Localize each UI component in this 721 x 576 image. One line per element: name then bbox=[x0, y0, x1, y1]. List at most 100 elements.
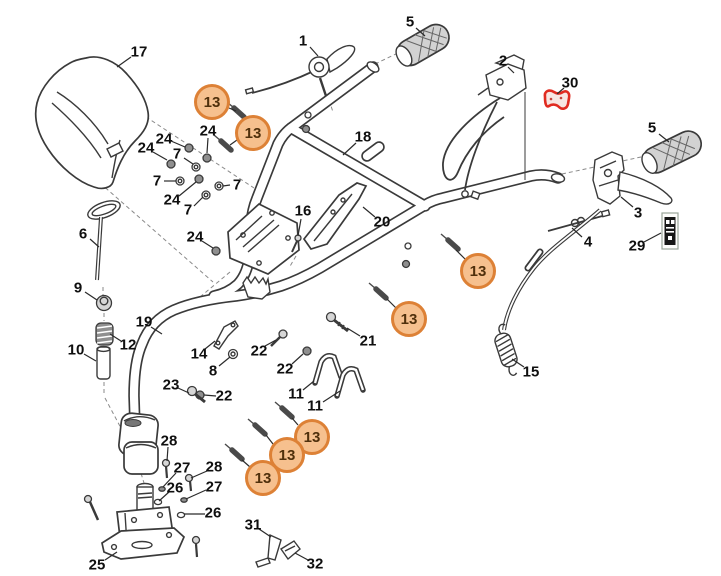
part-label-26[interactable]: 26 bbox=[204, 504, 222, 522]
hardware-26-27-28 bbox=[153, 458, 194, 519]
leader-line bbox=[302, 380, 315, 391]
part-label-11[interactable]: 11 bbox=[288, 385, 304, 403]
leader-line bbox=[193, 196, 204, 207]
highlighted-part-30[interactable] bbox=[543, 89, 571, 110]
leader-line bbox=[201, 240, 214, 249]
nut-washer-cluster bbox=[166, 143, 224, 256]
part-label-24[interactable]: 24 bbox=[186, 228, 204, 246]
safety-label bbox=[661, 212, 679, 250]
leader-line bbox=[104, 551, 118, 561]
leader-line bbox=[342, 142, 357, 156]
part-label-7[interactable]: 7 bbox=[172, 145, 182, 163]
leader-line bbox=[109, 333, 122, 342]
part-label-24[interactable]: 24 bbox=[155, 130, 173, 148]
compression-spring bbox=[95, 322, 114, 346]
leader-line bbox=[455, 249, 466, 260]
part-label-2[interactable]: 2 bbox=[498, 52, 508, 70]
part-label-29[interactable]: 29 bbox=[628, 237, 646, 255]
part-label-28[interactable]: 28 bbox=[205, 458, 223, 476]
lever-rod-14 bbox=[213, 320, 239, 350]
part-callout-13[interactable]: 13 bbox=[391, 301, 427, 337]
throttle-rod bbox=[547, 209, 611, 232]
part-callout-13[interactable]: 13 bbox=[245, 460, 281, 496]
leader-line bbox=[162, 472, 177, 488]
drive-lever bbox=[592, 151, 673, 205]
sleeve-pin bbox=[96, 345, 111, 380]
part-label-14[interactable]: 14 bbox=[190, 345, 208, 363]
bolt-23 bbox=[186, 385, 206, 404]
leader-line bbox=[166, 446, 169, 462]
leader-line bbox=[620, 196, 634, 208]
part-callout-13[interactable]: 13 bbox=[460, 253, 496, 289]
alignment-dashed-lines bbox=[99, 51, 642, 484]
part-label-1[interactable]: 1 bbox=[298, 32, 308, 50]
part-label-10[interactable]: 10 bbox=[67, 341, 85, 359]
leader-line bbox=[222, 184, 231, 187]
part-label-23[interactable]: 23 bbox=[162, 376, 180, 394]
leader-line bbox=[658, 133, 670, 143]
leader-line bbox=[218, 356, 231, 367]
part-label-21[interactable]: 21 bbox=[359, 332, 377, 350]
part-label-26[interactable]: 26 bbox=[166, 479, 184, 497]
part-label-22[interactable]: 22 bbox=[250, 342, 268, 360]
part-label-20[interactable]: 20 bbox=[373, 213, 391, 231]
u-bolts-11 bbox=[312, 353, 366, 399]
leader-line bbox=[185, 489, 207, 500]
part-label-6[interactable]: 6 bbox=[78, 225, 88, 243]
part-label-15[interactable]: 15 bbox=[522, 363, 540, 381]
part-label-19[interactable]: 19 bbox=[135, 313, 153, 331]
part-label-24[interactable]: 24 bbox=[163, 191, 181, 209]
part-label-27[interactable]: 27 bbox=[173, 459, 191, 477]
leader-line bbox=[294, 552, 309, 561]
control-cable bbox=[502, 208, 602, 331]
part-label-11[interactable]: 11 bbox=[307, 397, 323, 415]
part-label-4[interactable]: 4 bbox=[583, 233, 593, 251]
part-label-17[interactable]: 17 bbox=[130, 43, 148, 61]
part-label-12[interactable]: 12 bbox=[119, 336, 137, 354]
ring-8 bbox=[227, 348, 239, 360]
leader-line bbox=[291, 417, 299, 426]
part-label-24[interactable]: 24 bbox=[199, 122, 217, 140]
stop-switch bbox=[477, 54, 527, 180]
part-label-32[interactable]: 32 bbox=[306, 555, 324, 573]
leader-line bbox=[309, 46, 319, 57]
leader-lines bbox=[83, 27, 670, 561]
lock-pins-13 bbox=[213, 101, 461, 462]
part-callout-13[interactable]: 13 bbox=[194, 84, 230, 120]
part-label-7[interactable]: 7 bbox=[183, 201, 193, 219]
leader-line bbox=[170, 140, 186, 148]
leader-line bbox=[150, 326, 163, 335]
leader-line bbox=[643, 232, 662, 243]
part-label-22[interactable]: 22 bbox=[215, 387, 233, 405]
part-label-7[interactable]: 7 bbox=[152, 172, 162, 190]
wire-harness bbox=[442, 97, 505, 201]
part-label-7[interactable]: 7 bbox=[232, 176, 242, 194]
part-label-16[interactable]: 16 bbox=[294, 202, 312, 220]
leader-line bbox=[190, 470, 208, 479]
part-label-8[interactable]: 8 bbox=[208, 362, 218, 380]
part-label-18[interactable]: 18 bbox=[354, 128, 372, 146]
part-label-5[interactable]: 5 bbox=[405, 13, 415, 31]
part-label-25[interactable]: 25 bbox=[88, 556, 106, 574]
leader-line bbox=[297, 218, 302, 237]
leader-line bbox=[204, 340, 216, 350]
leader-line bbox=[264, 339, 277, 347]
leader-line bbox=[183, 157, 194, 165]
part-label-9[interactable]: 9 bbox=[73, 279, 83, 297]
leader-line bbox=[291, 353, 304, 365]
part-callout-13[interactable]: 13 bbox=[235, 115, 271, 151]
leader-line bbox=[511, 358, 525, 368]
part-label-5[interactable]: 5 bbox=[647, 119, 657, 137]
part-label-27[interactable]: 27 bbox=[205, 478, 223, 496]
part-label-22[interactable]: 22 bbox=[276, 360, 294, 378]
part-label-31[interactable]: 31 bbox=[244, 516, 262, 534]
part-label-3[interactable]: 3 bbox=[633, 204, 643, 222]
part-label-28[interactable]: 28 bbox=[160, 432, 178, 450]
leader-line bbox=[203, 394, 217, 397]
part-label-24[interactable]: 24 bbox=[137, 139, 155, 157]
t-handle-pin bbox=[87, 200, 121, 281]
part-label-30[interactable]: 30 bbox=[561, 74, 579, 92]
